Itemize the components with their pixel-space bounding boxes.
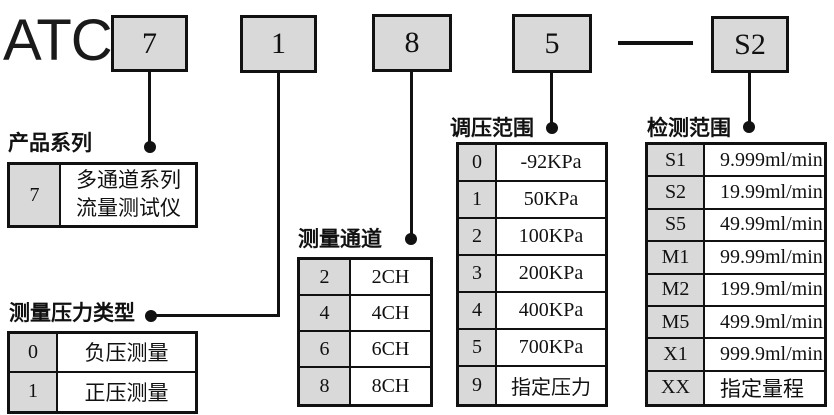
table-row: 8 8CH [300, 368, 430, 404]
label-pressure-type: 测量压力类型 [9, 302, 135, 325]
connector-detection-range-dot [743, 121, 755, 133]
table-row: 1 正压测量 [10, 372, 195, 411]
label-product-series: 产品系列 [8, 132, 92, 155]
code-box-series: 7 [111, 15, 188, 72]
table-row: S5 49.99ml/min [648, 209, 824, 243]
detection-range-table: S1 9.999ml/min S2 19.99ml/min S5 49.99ml… [645, 142, 827, 407]
table-row: 0 -92KPa [459, 145, 605, 182]
table-row: M1 99.99ml/min [648, 242, 824, 275]
label-channels: 测量通道 [298, 228, 382, 251]
desc-cell: 99.99ml/min [720, 245, 823, 268]
code-cell: 3 [459, 256, 497, 291]
table-row: 2 2CH [300, 260, 430, 296]
code-cell: M1 [648, 242, 705, 273]
table-row: M5 499.9ml/min [648, 306, 824, 340]
dash-separator [618, 41, 693, 45]
desc-cell: 999.9ml/min [720, 342, 823, 365]
desc-cell: 9.999ml/min [720, 148, 823, 171]
connector-series-dot [144, 141, 156, 153]
desc-cell: 19.99ml/min [720, 181, 823, 204]
desc-cell: 700KPa [518, 336, 584, 358]
connector-series-line [148, 72, 151, 147]
code-cell: 8 [300, 368, 351, 404]
desc-cell: 6CH [371, 337, 410, 360]
desc-cell: 2CH [371, 265, 410, 288]
desc-cell: 400KPa [518, 299, 584, 321]
connector-detection-range-line [748, 73, 751, 127]
code-cell: 9 [459, 367, 497, 404]
desc-cell: 200KPa [518, 262, 584, 284]
connector-pressure-range-dot [546, 122, 558, 134]
connector-pressure-range-line [550, 73, 553, 128]
code-box-pressure-range: 5 [512, 14, 592, 73]
code-cell: 5 [459, 330, 497, 365]
code-cell: X1 [648, 339, 705, 370]
table-row: 7 多通道系列 流量测试仪 [10, 165, 195, 225]
channels-table: 2 2CH 4 4CH 6 6CH 8 8CH [297, 257, 433, 407]
code-cell: 1 [10, 372, 58, 411]
code-cell: S5 [648, 209, 705, 241]
table-row: S1 9.999ml/min [648, 145, 824, 178]
desc-cell: 正压测量 [84, 381, 169, 405]
connector-channels-line [410, 72, 413, 239]
table-row: S2 19.99ml/min [648, 177, 824, 210]
desc-cell: -92KPa [520, 151, 582, 173]
desc-cell: 多通道系列 流量测试仪 [61, 165, 195, 225]
code-box-pressure-type: 1 [240, 15, 317, 73]
table-row: 1 50KPa [459, 182, 605, 219]
desc-line: 流量测试仪 [76, 197, 181, 220]
connector-pressure-type-vline [277, 73, 280, 317]
table-row: 5 700KPa [459, 330, 605, 367]
desc-line: 多通道系列 [76, 168, 181, 192]
code-cell: 4 [459, 293, 497, 328]
desc-cell: 50KPa [523, 188, 579, 210]
product-series-table: 7 多通道系列 流量测试仪 [7, 162, 198, 228]
code-cell: S1 [648, 145, 705, 176]
code-cell: S2 [648, 177, 705, 208]
desc-cell: 8CH [371, 374, 410, 397]
code-box-detection-range: S2 [711, 16, 789, 73]
code-cell: 4 [300, 296, 351, 330]
connector-channels-dot [405, 233, 417, 245]
desc-cell: 指定量程 [720, 377, 804, 401]
table-row: 4 4CH [300, 296, 430, 332]
label-detection-range: 检测范围 [647, 117, 731, 140]
code-cell: 6 [300, 332, 351, 366]
code-cell: M2 [648, 274, 705, 305]
table-row: 9 指定压力 [459, 367, 605, 404]
desc-cell: 49.99ml/min [720, 213, 823, 236]
brand-text: ATC [3, 8, 113, 73]
code-cell: 1 [459, 182, 497, 217]
pressure-range-table: 0 -92KPa 1 50KPa 2 100KPa 3 200KPa 4 400… [456, 142, 608, 407]
desc-cell: 4CH [371, 301, 410, 324]
code-cell: 2 [459, 219, 497, 254]
connector-pressure-type-dot [145, 310, 157, 322]
code-cell: 7 [10, 165, 61, 225]
table-row: 0 负压测量 [10, 334, 195, 373]
connector-pressure-type-hline [150, 314, 280, 317]
code-cell: XX [648, 371, 705, 404]
pressure-type-table: 0 负压测量 1 正压测量 [7, 331, 198, 414]
desc-cell: 100KPa [518, 225, 584, 247]
table-row: X1 999.9ml/min [648, 339, 824, 372]
code-cell: 0 [10, 334, 58, 371]
desc-cell: 199.9ml/min [720, 278, 823, 301]
table-row: XX 指定量程 [648, 371, 824, 404]
table-row: 2 100KPa [459, 219, 605, 256]
code-cell: M5 [648, 306, 705, 338]
code-box-channels: 8 [372, 14, 452, 72]
label-pressure-range: 调压范围 [450, 117, 534, 140]
desc-cell: 指定压力 [511, 377, 591, 399]
desc-cell: 负压测量 [84, 342, 169, 366]
table-row: M2 199.9ml/min [648, 274, 824, 307]
code-cell: 0 [459, 145, 497, 180]
desc-cell: 499.9ml/min [720, 310, 823, 333]
table-row: 4 400KPa [459, 293, 605, 330]
code-cell: 2 [300, 260, 351, 294]
table-row: 6 6CH [300, 332, 430, 368]
table-row: 3 200KPa [459, 256, 605, 293]
